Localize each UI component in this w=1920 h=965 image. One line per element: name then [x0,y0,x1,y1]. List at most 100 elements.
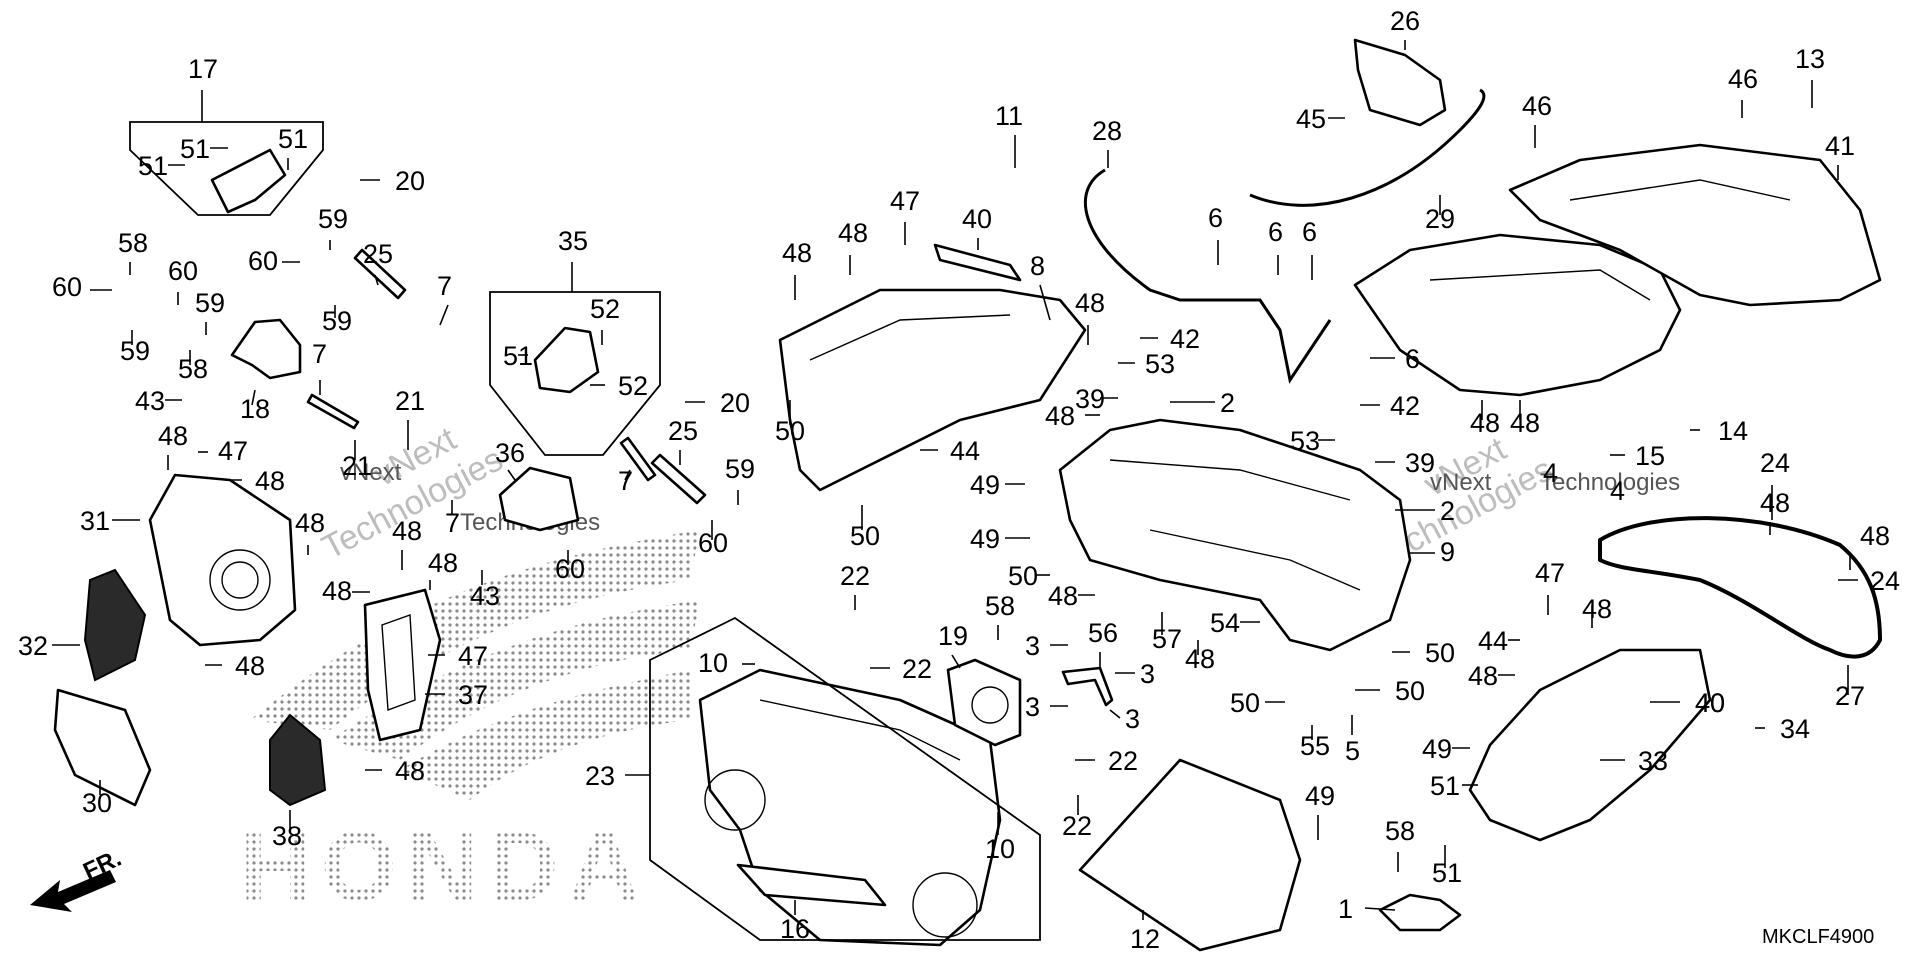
leader-lines [52,40,1858,920]
callout-number: 51 [1432,858,1462,888]
callout-number: 14 [1718,416,1748,446]
callout-number: 58 [178,354,208,384]
callout-number: 46 [1728,64,1758,94]
callout-number: 7 [312,339,327,369]
callout-number: 48 [295,508,325,538]
diagram-code: MKCLF4900 [1762,926,1874,948]
callout-number: 49 [970,524,1000,554]
callout-number: 38 [272,821,302,851]
callout-number: 3 [1025,692,1040,722]
callout-number: 19 [938,621,968,651]
callout-number: 51 [1430,771,1460,801]
callout-number: 24 [1760,448,1790,478]
callout-number: 24 [1870,566,1900,596]
callout-number: 36 [495,438,525,468]
honda-watermark-text: HONDA [240,811,649,921]
callout-number: 31 [80,506,110,536]
leader-line [251,389,256,406]
callout-number: 56 [1088,618,1118,648]
callout-number: 48 [1582,594,1612,624]
callout-number: 52 [618,371,648,401]
callout-number: 59 [120,336,150,366]
callout-number: 23 [585,761,615,791]
callout-number: 51 [138,151,168,181]
callout-number: 47 [458,641,488,671]
callout-number: 1 [1338,894,1353,924]
callout-number: 6 [1405,344,1420,374]
callout-number: 48 [782,238,812,268]
callout-number: 49 [1422,734,1452,764]
callout-number: 51 [278,124,308,154]
callout-number: 20 [720,388,750,418]
callout-number: 51 [180,134,210,164]
callout-number: 57 [1152,624,1182,654]
callout-number: 2 [1220,388,1235,418]
callout-number: 48 [1860,521,1890,551]
leader-line [507,469,516,481]
callout-number: 50 [1008,561,1038,591]
callout-number: 22 [1062,811,1092,841]
callout-number: 40 [1695,688,1725,718]
callout-number: 27 [1835,681,1865,711]
callout-number: 7 [618,466,633,496]
callout-number: 50 [850,521,880,551]
callout-number: 52 [590,294,620,324]
callout-number: 48 [1045,401,1075,431]
callout-number: 58 [1385,816,1415,846]
callout-number: 7 [445,508,460,538]
callout-number: 12 [1130,924,1160,954]
callout-number: 59 [322,306,352,336]
callout-number: 8 [1030,251,1045,281]
front-direction-label: FR. [79,845,125,886]
callout-number: 48 [235,651,265,681]
part-shapes [30,38,1882,952]
group-boxes [129,121,1041,941]
callout-number: 48 [838,218,868,248]
callout-number: 21 [395,386,425,416]
watermark-inline-text: vNext [1430,469,1492,496]
callout-number: 40 [1695,688,1725,718]
callout-number: 48 [322,576,352,606]
callout-number: 58 [118,228,148,258]
leader-line [624,469,631,481]
callout-number: 22 [840,561,870,591]
callout-number: 16 [780,914,810,944]
vnext-watermark-inline-right: vNext Technologies [1430,469,1680,496]
callout-number: 17 [188,54,218,84]
callout-number: 3 [1125,704,1140,734]
callout-number: 13 [1795,44,1825,74]
leader-line [1364,907,1396,911]
callout-number: 40 [962,204,992,234]
callout-number: 51 [503,341,533,371]
callout-number: 25 [668,416,698,446]
callout-number: 25 [363,239,393,269]
callout-number: 55 [1300,731,1330,761]
callout-number: 59 [195,288,225,318]
callout-number: 59 [318,204,348,234]
callout-number: 49 [1305,781,1335,811]
callout-number: 37 [458,680,488,710]
callout-number: 42 [1170,324,1200,354]
callout-number: 48 [158,421,188,451]
callout-number: 47 [1535,558,1565,588]
callout-number: 60 [248,246,278,276]
honda-wing-watermark: HONDA [240,530,700,921]
leader-line [1109,709,1121,719]
callout-number: 48 [1760,488,1790,518]
callout-number: 60 [52,272,82,302]
callout-number: 10 [698,648,728,678]
callout-number: 35 [558,226,588,256]
callout-number: 48 [392,516,422,546]
callout-number: 39 [1405,448,1435,478]
callout-number: 60 [698,528,728,558]
callout-number: 4 [1543,458,1558,488]
callout-number: 32 [18,631,48,661]
leader-line [951,654,961,669]
watermark-inline-text: vNext [340,459,402,486]
callout-number: 48 [1470,408,1500,438]
callout-number: 44 [950,436,980,466]
callout-number: 45 [1296,104,1326,134]
